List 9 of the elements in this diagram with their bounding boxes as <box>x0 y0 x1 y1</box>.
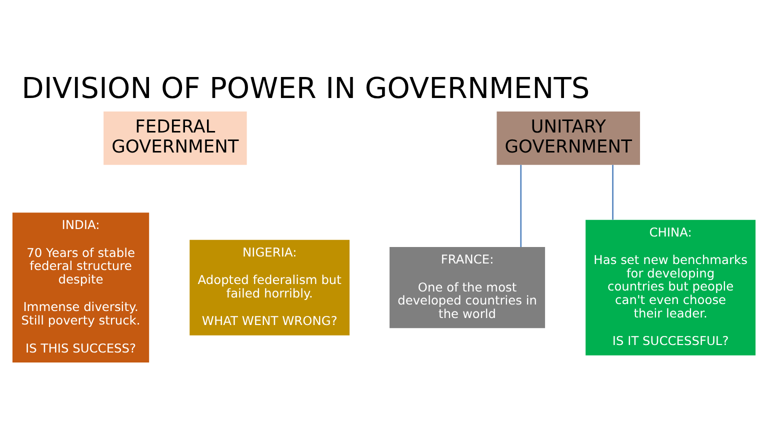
node-box: UNITARY GOVERNMENT <box>496 112 640 165</box>
connector <box>612 164 614 220</box>
node-box: FEDERAL GOVERNMENT <box>104 112 247 165</box>
node-box: NIGERIA: Adopted federalism but failed horribly. WHAT WENT WRONG? <box>190 240 350 336</box>
node-box: CHINA: Has set new benchmarks for developing countries but people can't even choose their leader. IS IT SUCCESSFUL? <box>586 220 756 356</box>
connector <box>520 164 522 248</box>
node-box: INDIA: 70 Years of stable federal structure despite Immense diversity. Still poverty struck. IS THIS SUCCESS? <box>12 212 150 363</box>
node-box: FRANCE: One of the most developed countries in the world <box>390 247 546 328</box>
diagram-title: DIVISION OF POWER IN GOVERNMENTS <box>22 70 590 105</box>
